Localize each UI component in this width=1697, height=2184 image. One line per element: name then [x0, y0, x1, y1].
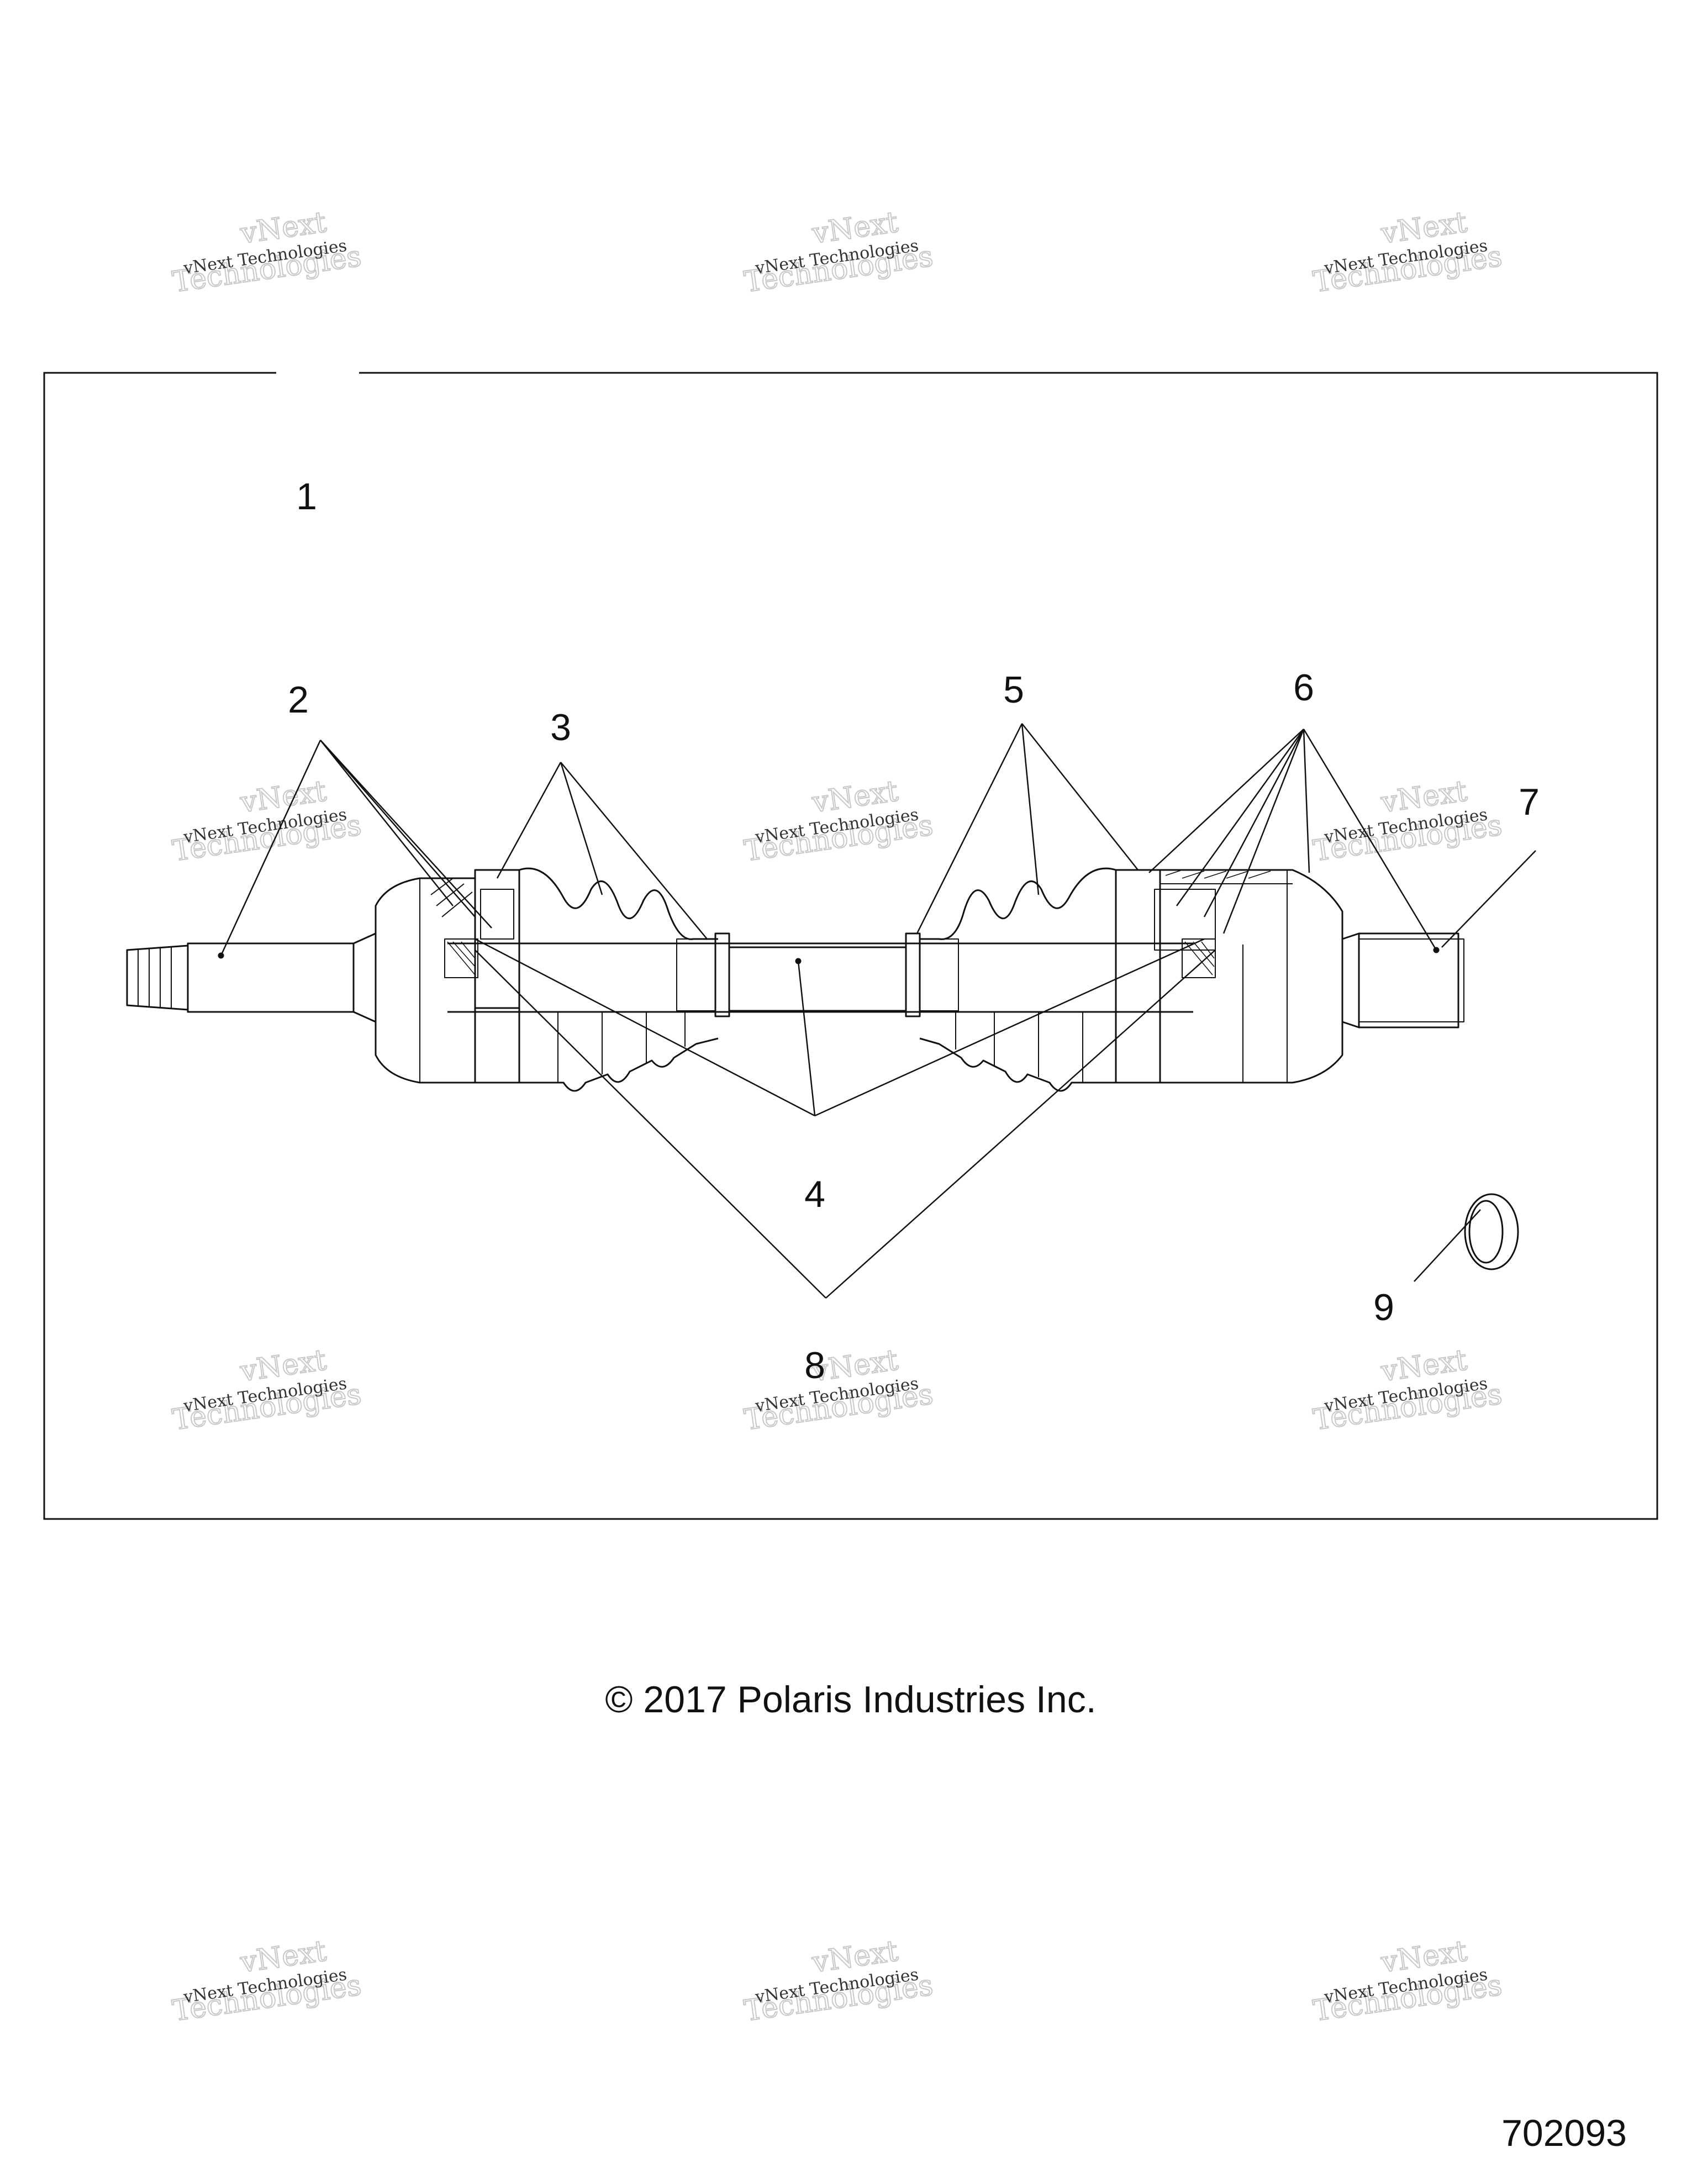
- center-bar-shaft: [447, 942, 1193, 1013]
- right-boot-clamp-outer: [1115, 869, 1216, 1084]
- right-boot-clamp-inner: [905, 932, 959, 1017]
- copyright-notice: © 2017 Polaris Industries Inc.: [605, 1679, 1096, 1721]
- callout-3: 3: [550, 706, 571, 748]
- left-boot-clamp-inner: [676, 932, 730, 1017]
- callout-8: 8: [804, 1344, 825, 1386]
- callout-2: 2: [288, 679, 309, 721]
- left-stub-shaft: [126, 932, 376, 1023]
- right-boot: [919, 867, 1116, 1092]
- assembly-frame: [43, 372, 1658, 1520]
- callout-7: 7: [1519, 781, 1540, 823]
- left-cv-joint-housing: [375, 877, 476, 1084]
- snap-ring: [1464, 1193, 1519, 1270]
- callout-labels: 1 2 3 4 5 6 7 8 9: [288, 476, 1540, 1386]
- callout-6: 6: [1293, 667, 1314, 709]
- right-cv-joint-housing: [1160, 869, 1343, 1084]
- right-stub-shaft: [1342, 932, 1464, 1028]
- figure-number: 702093: [1501, 2112, 1627, 2154]
- left-boot-clamp-outer: [444, 869, 520, 1084]
- leader-lines: [220, 723, 1536, 1299]
- callout-4: 4: [804, 1173, 825, 1215]
- left-boot: [519, 867, 719, 1092]
- callout-9: 9: [1373, 1286, 1394, 1328]
- drive-shaft-assembly: [126, 867, 1464, 1092]
- callout-1: 1: [296, 476, 317, 518]
- callout-5: 5: [1003, 669, 1024, 711]
